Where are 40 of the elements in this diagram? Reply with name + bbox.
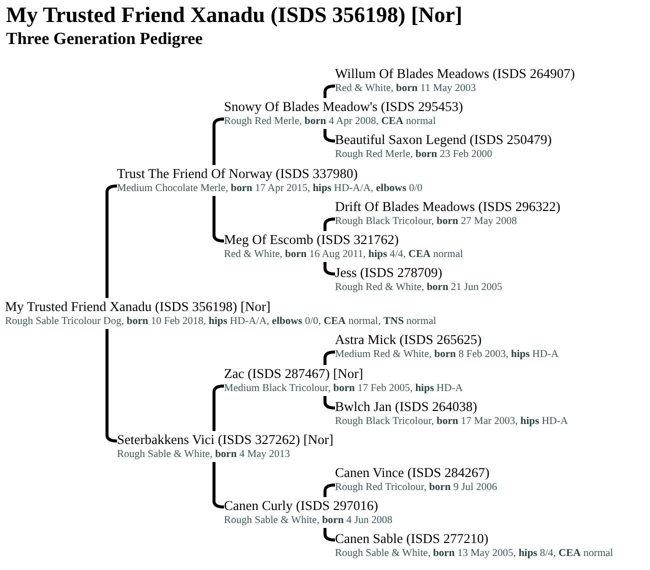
dog-name: Willum Of Blades Meadows (ISDS 264907) — [335, 65, 575, 82]
dog-details: Rough Sable & White, born 4 Jun 2008 — [224, 514, 392, 528]
dog-name: Bwlch Jan (ISDS 264038) — [335, 398, 478, 415]
dog-name: Canen Curly (ISDS 297016) — [224, 497, 380, 514]
dog-name: Drift Of Blades Meadows (ISDS 296322) — [335, 198, 560, 215]
dog-name: Canen Vince (ISDS 284267) — [335, 464, 491, 481]
dog-details: Rough Black Tricolour, born 27 May 2008 — [335, 215, 518, 229]
dog-details: Rough Sable & White, born 4 May 2013 — [117, 448, 292, 462]
dog-details: Rough Red Merle, born 4 Apr 2008, CEA normal — [224, 115, 437, 129]
dog-name: Seterbakkens Vici (ISDS 327262) [Nor] — [117, 431, 334, 448]
dog-name: Meg Of Escomb (ISDS 321762) — [224, 231, 400, 248]
dog-name: My Trusted Friend Xanadu (ISDS 356198) [Nor] — [5, 298, 272, 315]
dog-name: Astra Mick (ISDS 265625) — [335, 331, 483, 348]
dog-details: Rough Sable & White, born 13 May 2005, hips 8/4, CEA normal — [335, 547, 614, 561]
dog-name: Beautiful Saxon Legend (ISDS 250479) — [335, 131, 552, 148]
dog-details: Red & White, born 16 Aug 2011, hips 4/4, CEA normal — [224, 248, 463, 262]
dog-name: Trust The Friend Of Norway (ISDS 337980) — [117, 165, 359, 182]
pedigree-title: My Trusted Friend Xanadu (ISDS 356198) [Nor] — [6, 2, 462, 28]
dog-name: Zac (ISDS 287467) [Nor] — [224, 365, 364, 382]
dog-details: Red & White, born 11 May 2003 — [335, 82, 477, 96]
pedigree-bracket — [324, 350, 336, 365]
dog-name: Canen Sable (ISDS 277210) — [335, 530, 490, 547]
dog-details: Medium Black Tricolour, born 17 Feb 2005, hips HD-A — [224, 382, 463, 396]
pedigree-bracket — [324, 396, 336, 410]
pedigree-bracket — [324, 262, 336, 276]
dog-name: Snowy Of Blades Meadow's (ISDS 295453) — [224, 98, 464, 115]
pedigree-bracket — [324, 84, 336, 98]
pedigree-bracket — [324, 129, 336, 142]
dog-details: Rough Red Tricolour, born 9 Jul 2006 — [335, 481, 498, 495]
pedigree-bracket — [324, 528, 336, 542]
subtitle: Three Generation Pedigree — [6, 29, 203, 49]
dog-details: Medium Red & White, born 8 Feb 2003, hips HD-A — [335, 348, 559, 362]
pedigree-bracket — [324, 218, 336, 231]
dog-details: Rough Sable Tricolour Dog, born 10 Feb 2018, hips HD-A/A, elbows 0/0, CEA normal, TNS normal — [5, 315, 436, 329]
dog-name: Jess (ISDS 278709) — [335, 264, 444, 281]
dog-details: Medium Chocolate Merle, born 17 Apr 2015, hips HD-A/A, elbows 0/0 — [117, 182, 422, 196]
dog-details: Rough Red & White, born 21 Jun 2005 — [335, 281, 502, 295]
pedigree-bracket — [324, 484, 336, 497]
dog-details: Rough Black Tricolour, born 17 Mar 2003, hips HD-A — [335, 415, 568, 429]
dog-details: Rough Red Merle, born 23 Feb 2000 — [335, 148, 494, 162]
